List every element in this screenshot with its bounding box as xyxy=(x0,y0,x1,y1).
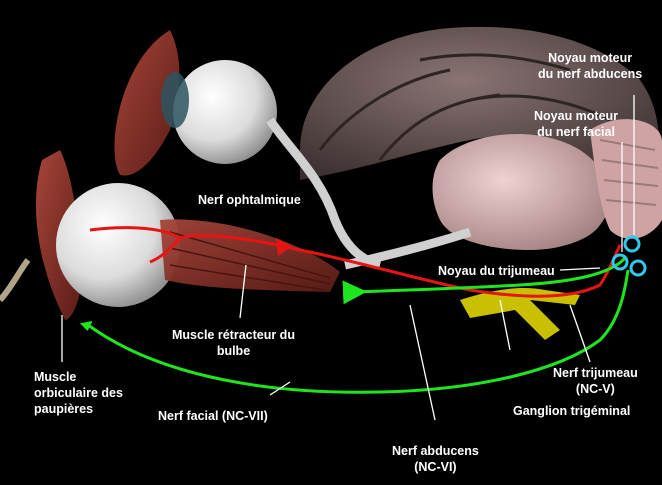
abducens-nucleus-icon xyxy=(623,235,641,253)
label-muscle-orbiculaire: Muscle orbiculaire des paupières xyxy=(34,370,123,416)
abducens-nerve-path xyxy=(342,256,627,305)
trigeminal-ganglion xyxy=(460,288,580,340)
leader-lines xyxy=(61,95,635,421)
label-ganglion-trigeminal: Ganglion trigéminal xyxy=(513,404,631,418)
facial-nucleus-icon xyxy=(629,259,647,277)
label-nerf-abducens: Nerf abducens (NC-VI) xyxy=(392,444,479,474)
label-noyau-trijumeau: Noyau du trijumeau xyxy=(438,264,555,278)
label-nerf-ophtalmique: Nerf ophtalmique xyxy=(198,193,301,207)
optic-nerve-upper xyxy=(266,117,382,270)
label-nerf-trijumeau: Nerf trijumeau (NC-V) xyxy=(553,366,638,396)
label-muscle-retracteur: Muscle rétracteur du bulbe xyxy=(172,328,295,358)
upper-muscle xyxy=(114,30,180,176)
brain-cerebrum xyxy=(300,26,660,180)
upper-eyeball xyxy=(173,60,277,164)
brainstem xyxy=(432,133,611,250)
brain-fold xyxy=(318,53,611,161)
label-noyau-moteur-facial: Noyau moteur du nerf facial xyxy=(534,109,619,139)
facial-nerve-path xyxy=(87,269,630,394)
label-noyau-moteur-abducens: Noyau moteur du nerf abducens xyxy=(538,51,643,81)
red-arrowhead xyxy=(276,238,292,256)
label-nerf-facial: Nerf facial (NC-VII) xyxy=(158,409,268,423)
lower-eyeball xyxy=(56,183,180,307)
